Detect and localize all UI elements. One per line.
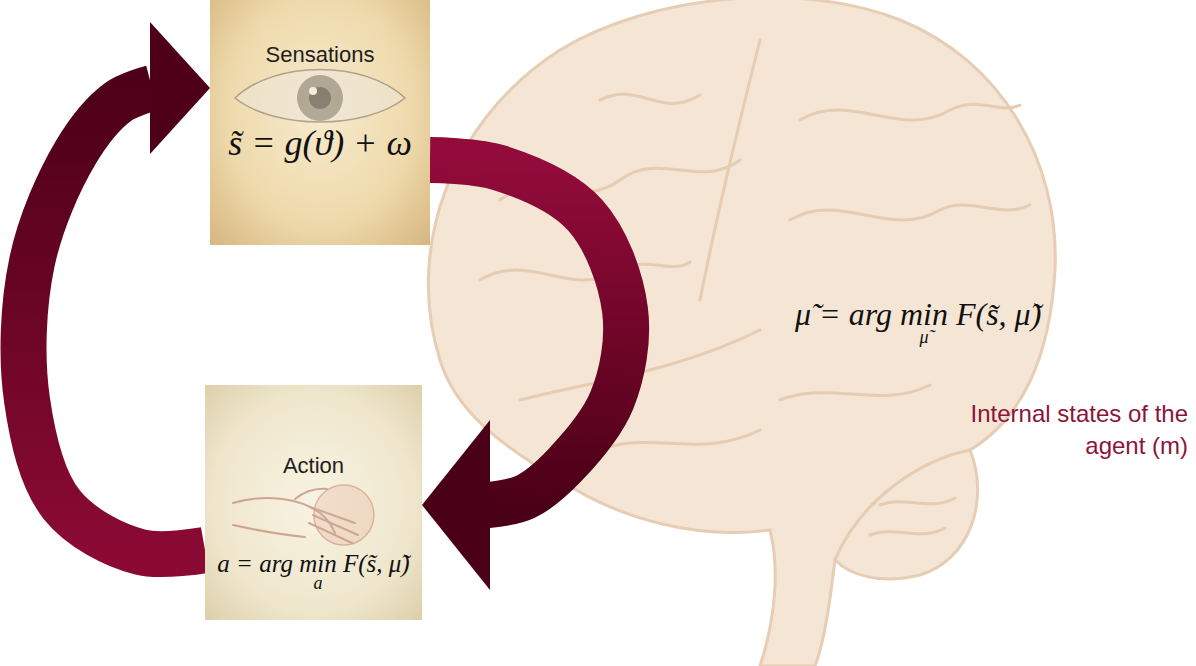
hand-stroke (310, 507, 355, 523)
box-title: Sensations (266, 42, 375, 67)
panel-illustration (210, 0, 430, 245)
cycle-arrow (422, 160, 626, 590)
arrowhead (150, 22, 210, 154)
arrow-band (24, 88, 205, 554)
eye-pupil (309, 87, 331, 109)
brain-sulcus (870, 528, 945, 535)
sensations-panel: Sensations s̃ = g(ϑ) + ω (210, 0, 430, 245)
hand-stroke (233, 525, 305, 537)
brain-outline (428, 0, 1055, 666)
formula-subscript: μ̃ (919, 327, 928, 348)
hand-stroke (309, 523, 352, 543)
brain-sulcus (800, 104, 1020, 120)
hand-drawing (233, 485, 374, 545)
hand-stroke (295, 489, 327, 499)
action-panel: Actiona = arg min F(s̃, μ̃)a (205, 385, 422, 620)
brain-sulcus (780, 385, 930, 400)
arrow-band (430, 160, 626, 505)
eye-drawing (235, 70, 405, 123)
brain-sulcus (700, 40, 760, 300)
brain-sulcus (790, 205, 1030, 220)
formula: s̃ = g(ϑ) + ω (228, 123, 412, 164)
formula-subscript: a (313, 573, 322, 594)
formula-label: μ̃ = arg min F(s̃, μ̃) (795, 296, 1041, 333)
box-title: Action (283, 453, 344, 478)
brain-sulcus (480, 262, 690, 280)
brain-sulcus (835, 450, 970, 560)
annotation: Internal states of the agent (m) (956, 398, 1188, 463)
cycle-arrow (24, 22, 210, 554)
hand-stroke (313, 515, 358, 535)
brain-sulcus (600, 94, 700, 103)
arrowhead (422, 420, 490, 590)
eye-white (235, 70, 405, 123)
brain-sulcus (600, 430, 760, 450)
brain-sulcus (880, 498, 955, 505)
eye-highlight (309, 87, 317, 95)
eye-iris (297, 75, 343, 121)
